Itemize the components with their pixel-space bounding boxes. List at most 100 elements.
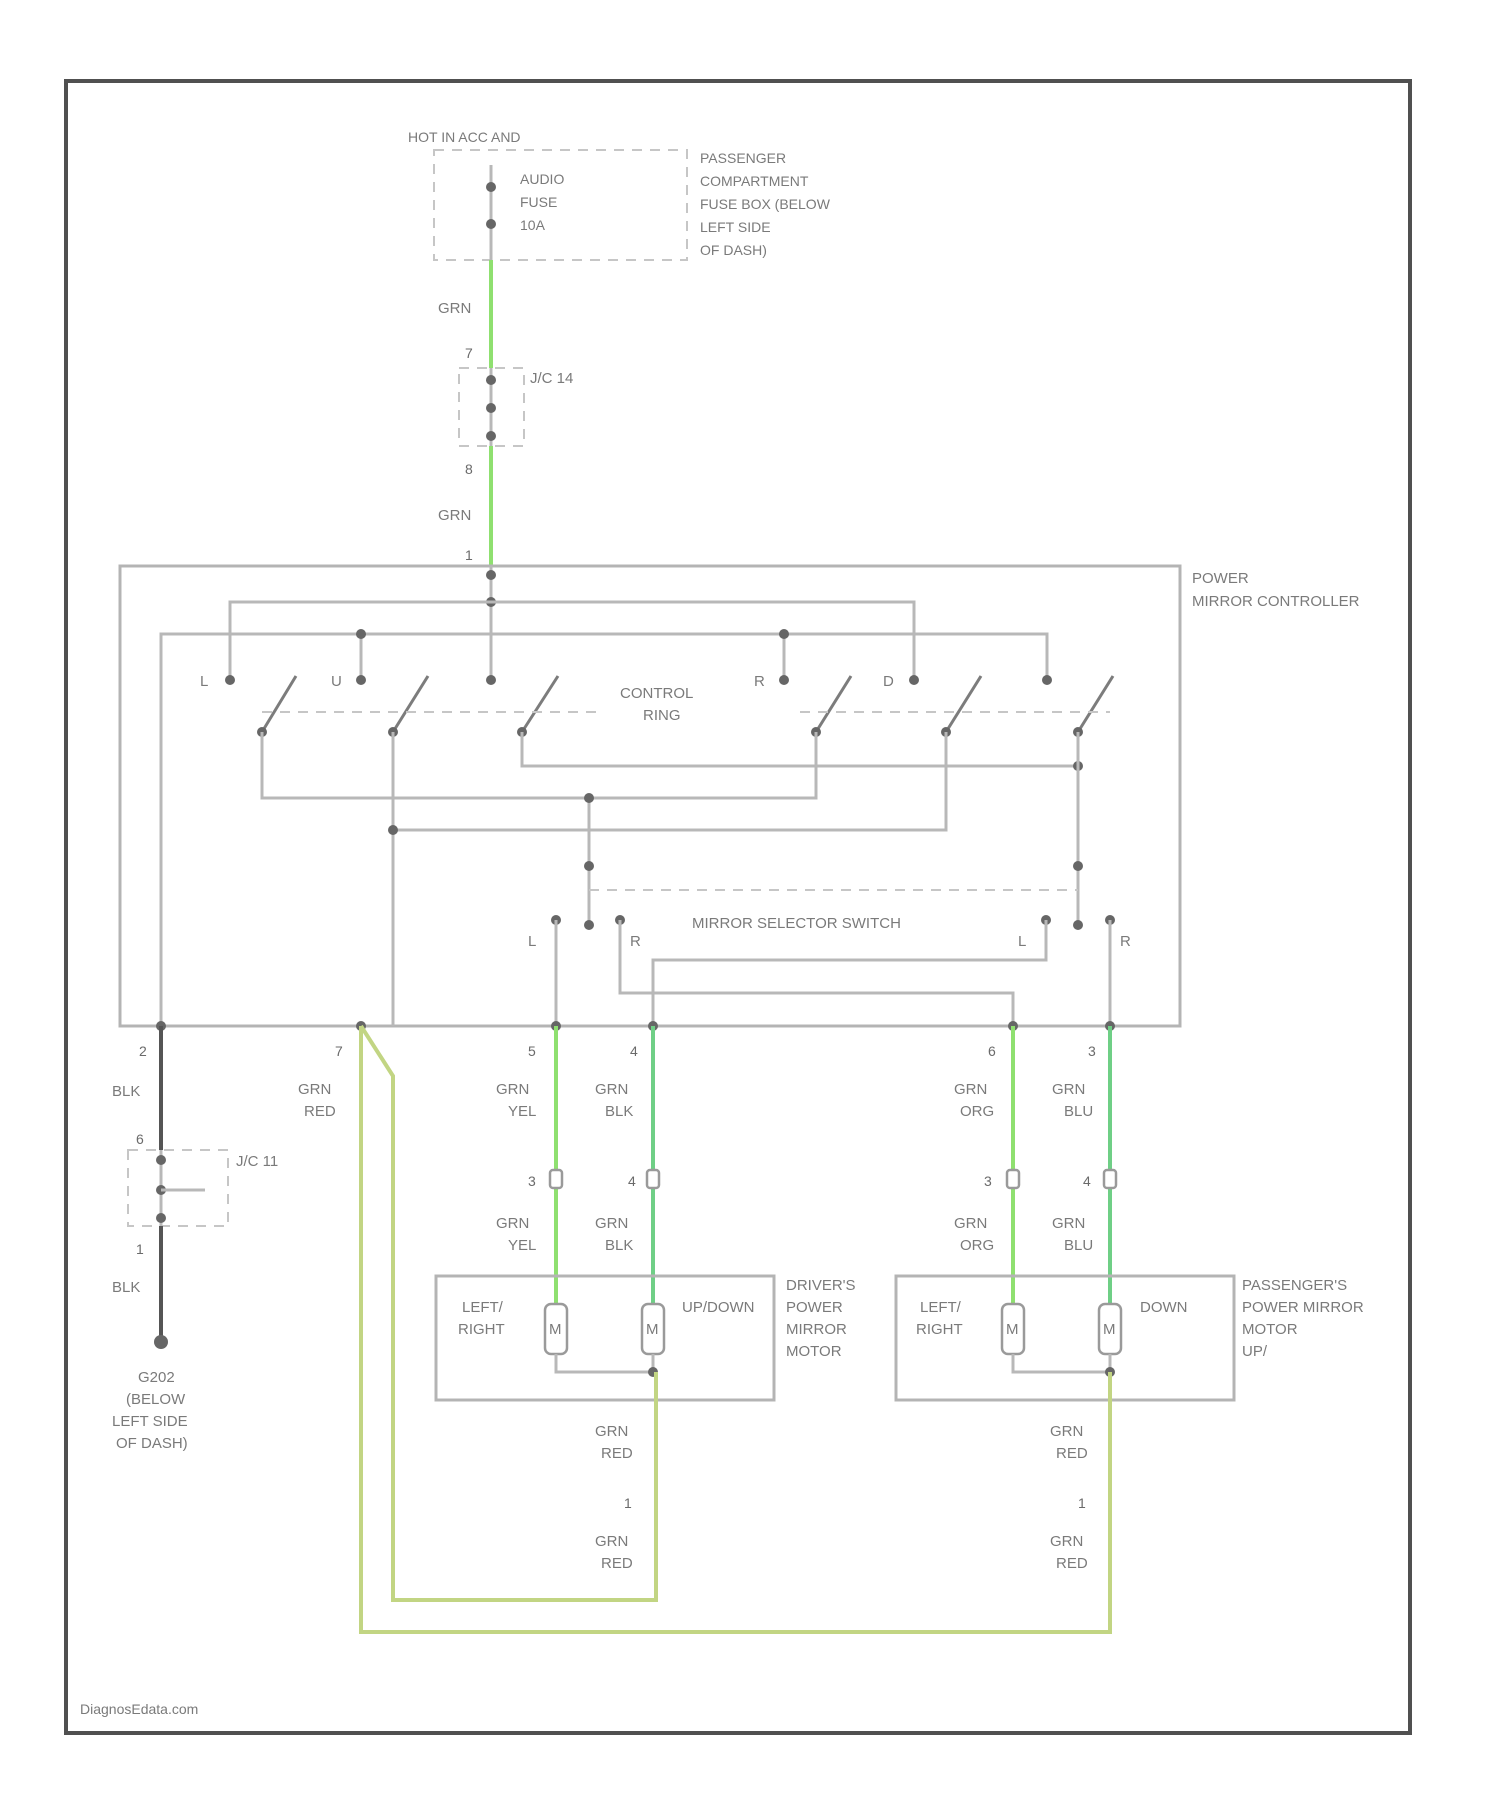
- controller-pin-3: 3: [1088, 1043, 1096, 1059]
- selector-letter-2: R: [630, 933, 641, 950]
- wire-label-grn-yel-2b: YEL: [508, 1237, 536, 1254]
- driver-motor-lr-symbol: M: [549, 1321, 562, 1338]
- fuse-box-outline: [434, 150, 687, 260]
- controller-input-pin: 1: [465, 547, 473, 563]
- ground-label-1: G202: [138, 1369, 175, 1386]
- jc14-label: J/C 14: [530, 370, 573, 387]
- wire-label-grn-org-1b: ORG: [960, 1103, 994, 1120]
- jc14-pin-out: 8: [465, 461, 473, 477]
- passenger-motor-lr: M: [1002, 1304, 1024, 1354]
- passenger-motor-label-4: UP/: [1242, 1343, 1268, 1360]
- driver-common-pin: 1: [624, 1495, 632, 1511]
- wire-label-grn-blk-1b: BLK: [605, 1103, 633, 1120]
- wire-label-grn-1: GRN: [438, 300, 471, 317]
- controller-pin-5: 5: [528, 1043, 536, 1059]
- watermark: DiagnosEdata.com: [80, 1701, 198, 1717]
- wire-label-grn-org-2a: GRN: [954, 1215, 987, 1232]
- selector-letter-4: R: [1120, 933, 1131, 950]
- passenger-motor-box: [896, 1276, 1234, 1400]
- wire-label-grn-yel-2a: GRN: [496, 1215, 529, 1232]
- driver-return-label-1b: RED: [601, 1445, 633, 1462]
- passenger-down: DOWN: [1140, 1299, 1188, 1316]
- fuse-line-1: AUDIO: [520, 171, 564, 187]
- fuse-terminal-bottom: [486, 219, 496, 229]
- wire-label-grn-blk-2b: BLK: [605, 1237, 633, 1254]
- control-ring-label-2: RING: [643, 707, 681, 724]
- passenger-motor-label-2: POWER MIRROR: [1242, 1299, 1364, 1316]
- fusebox-line-5: OF DASH): [700, 242, 767, 258]
- wire-label-grn-2: GRN: [438, 507, 471, 524]
- wire-label-grn-blu-1b: BLU: [1064, 1103, 1093, 1120]
- passenger-conn-pin-4: 4: [1083, 1173, 1091, 1189]
- jc11-outline: [128, 1150, 228, 1226]
- driver-motor-label-1: DRIVER'S: [786, 1277, 856, 1294]
- wire-label-grn-blu-1a: GRN: [1052, 1081, 1085, 1098]
- passenger-motor-label-1: PASSENGER'S: [1242, 1277, 1347, 1294]
- driver-conn-pin-3: 3: [528, 1173, 536, 1189]
- passenger-motor-ud-symbol: M: [1103, 1321, 1116, 1338]
- passenger-return-label-1a: GRN: [1050, 1423, 1083, 1440]
- jc11-label: J/C 11: [236, 1153, 278, 1170]
- driver-left-right-2: RIGHT: [458, 1321, 505, 1338]
- fusebox-line-2: COMPARTMENT: [700, 173, 809, 189]
- fusebox-line-4: LEFT SIDE: [700, 219, 771, 235]
- wire-label-grn-org-2b: ORG: [960, 1237, 994, 1254]
- passenger-motor-label-3: MOTOR: [1242, 1321, 1298, 1338]
- driver-conn-pin-4: 4: [628, 1173, 636, 1189]
- wire-label-grn-org-1a: GRN: [954, 1081, 987, 1098]
- fusebox-line-3: FUSE BOX (BELOW: [700, 196, 831, 212]
- passenger-motor-ud: M: [1099, 1304, 1121, 1354]
- passenger-return-label-2b: RED: [1056, 1555, 1088, 1572]
- switch-letter-u: U: [331, 673, 342, 690]
- driver-motor-box: [436, 1276, 774, 1400]
- driver-motor-label-4: MOTOR: [786, 1343, 842, 1360]
- jc14-pin-in: 7: [465, 345, 473, 361]
- wire-label-grn-yel-1b: YEL: [508, 1103, 536, 1120]
- selector-label: MIRROR SELECTOR SWITCH: [692, 915, 901, 932]
- jc11-pin-in: 6: [136, 1131, 144, 1147]
- passenger-left-right-1: LEFT/: [920, 1299, 962, 1316]
- fusebox-line-1: PASSENGER: [700, 150, 786, 166]
- fuse-line-3: 10A: [520, 217, 546, 233]
- driver-motor-label-2: POWER: [786, 1299, 843, 1316]
- passenger-return-label-2a: GRN: [1050, 1533, 1083, 1550]
- fuse-terminal-top: [486, 182, 496, 192]
- passenger-common-pin: 1: [1078, 1495, 1086, 1511]
- switch-letter-r: R: [754, 673, 765, 690]
- driver-motor-lr: M: [545, 1304, 567, 1354]
- wire-label-grn-blu-2b: BLU: [1064, 1237, 1093, 1254]
- wire-label-grn-red-1a: GRN: [298, 1081, 331, 1098]
- passenger-return-label-1b: RED: [1056, 1445, 1088, 1462]
- wire-label-grn-blk-1a: GRN: [595, 1081, 628, 1098]
- driver-motor-label-3: MIRROR: [786, 1321, 847, 1338]
- controller-pin-4: 4: [630, 1043, 638, 1059]
- driver-return-label-2a: GRN: [595, 1533, 628, 1550]
- controller-label-2: MIRROR CONTROLLER: [1192, 593, 1360, 610]
- jc14-dot-3: [486, 431, 496, 441]
- ground-label-2: (BELOW: [126, 1391, 186, 1408]
- wire-label-grn-red-1b: RED: [304, 1103, 336, 1120]
- controller-pin-2: 2: [139, 1043, 147, 1059]
- passenger-motor-lr-symbol: M: [1006, 1321, 1019, 1338]
- controller-label-1: POWER: [1192, 570, 1249, 587]
- passenger-left-right-2: RIGHT: [916, 1321, 963, 1338]
- controller-pin-6: 6: [988, 1043, 996, 1059]
- driver-up-down: UP/DOWN: [682, 1299, 755, 1316]
- driver-motor-ud-symbol: M: [646, 1321, 659, 1338]
- passenger-conn-pin-3: 3: [984, 1173, 992, 1189]
- driver-left-right-1: LEFT/: [462, 1299, 504, 1316]
- jc14-dot-2: [486, 403, 496, 413]
- controller-pin-7: 7: [335, 1043, 343, 1059]
- selector-letter-1: L: [528, 933, 536, 950]
- ground-point: [154, 1335, 168, 1349]
- wire-label-blk-1: BLK: [112, 1083, 140, 1100]
- ground-label-3: LEFT SIDE: [112, 1413, 188, 1430]
- jc14-dot-1: [486, 375, 496, 385]
- fuse-line-2: FUSE: [520, 194, 557, 210]
- jc11-pin-out: 1: [136, 1241, 144, 1257]
- wire-label-grn-blu-2a: GRN: [1052, 1215, 1085, 1232]
- driver-return-label-2b: RED: [601, 1555, 633, 1572]
- wire-label-blk-2: BLK: [112, 1279, 140, 1296]
- selector-letter-3: L: [1018, 933, 1026, 950]
- control-ring-label-1: CONTROL: [620, 685, 693, 702]
